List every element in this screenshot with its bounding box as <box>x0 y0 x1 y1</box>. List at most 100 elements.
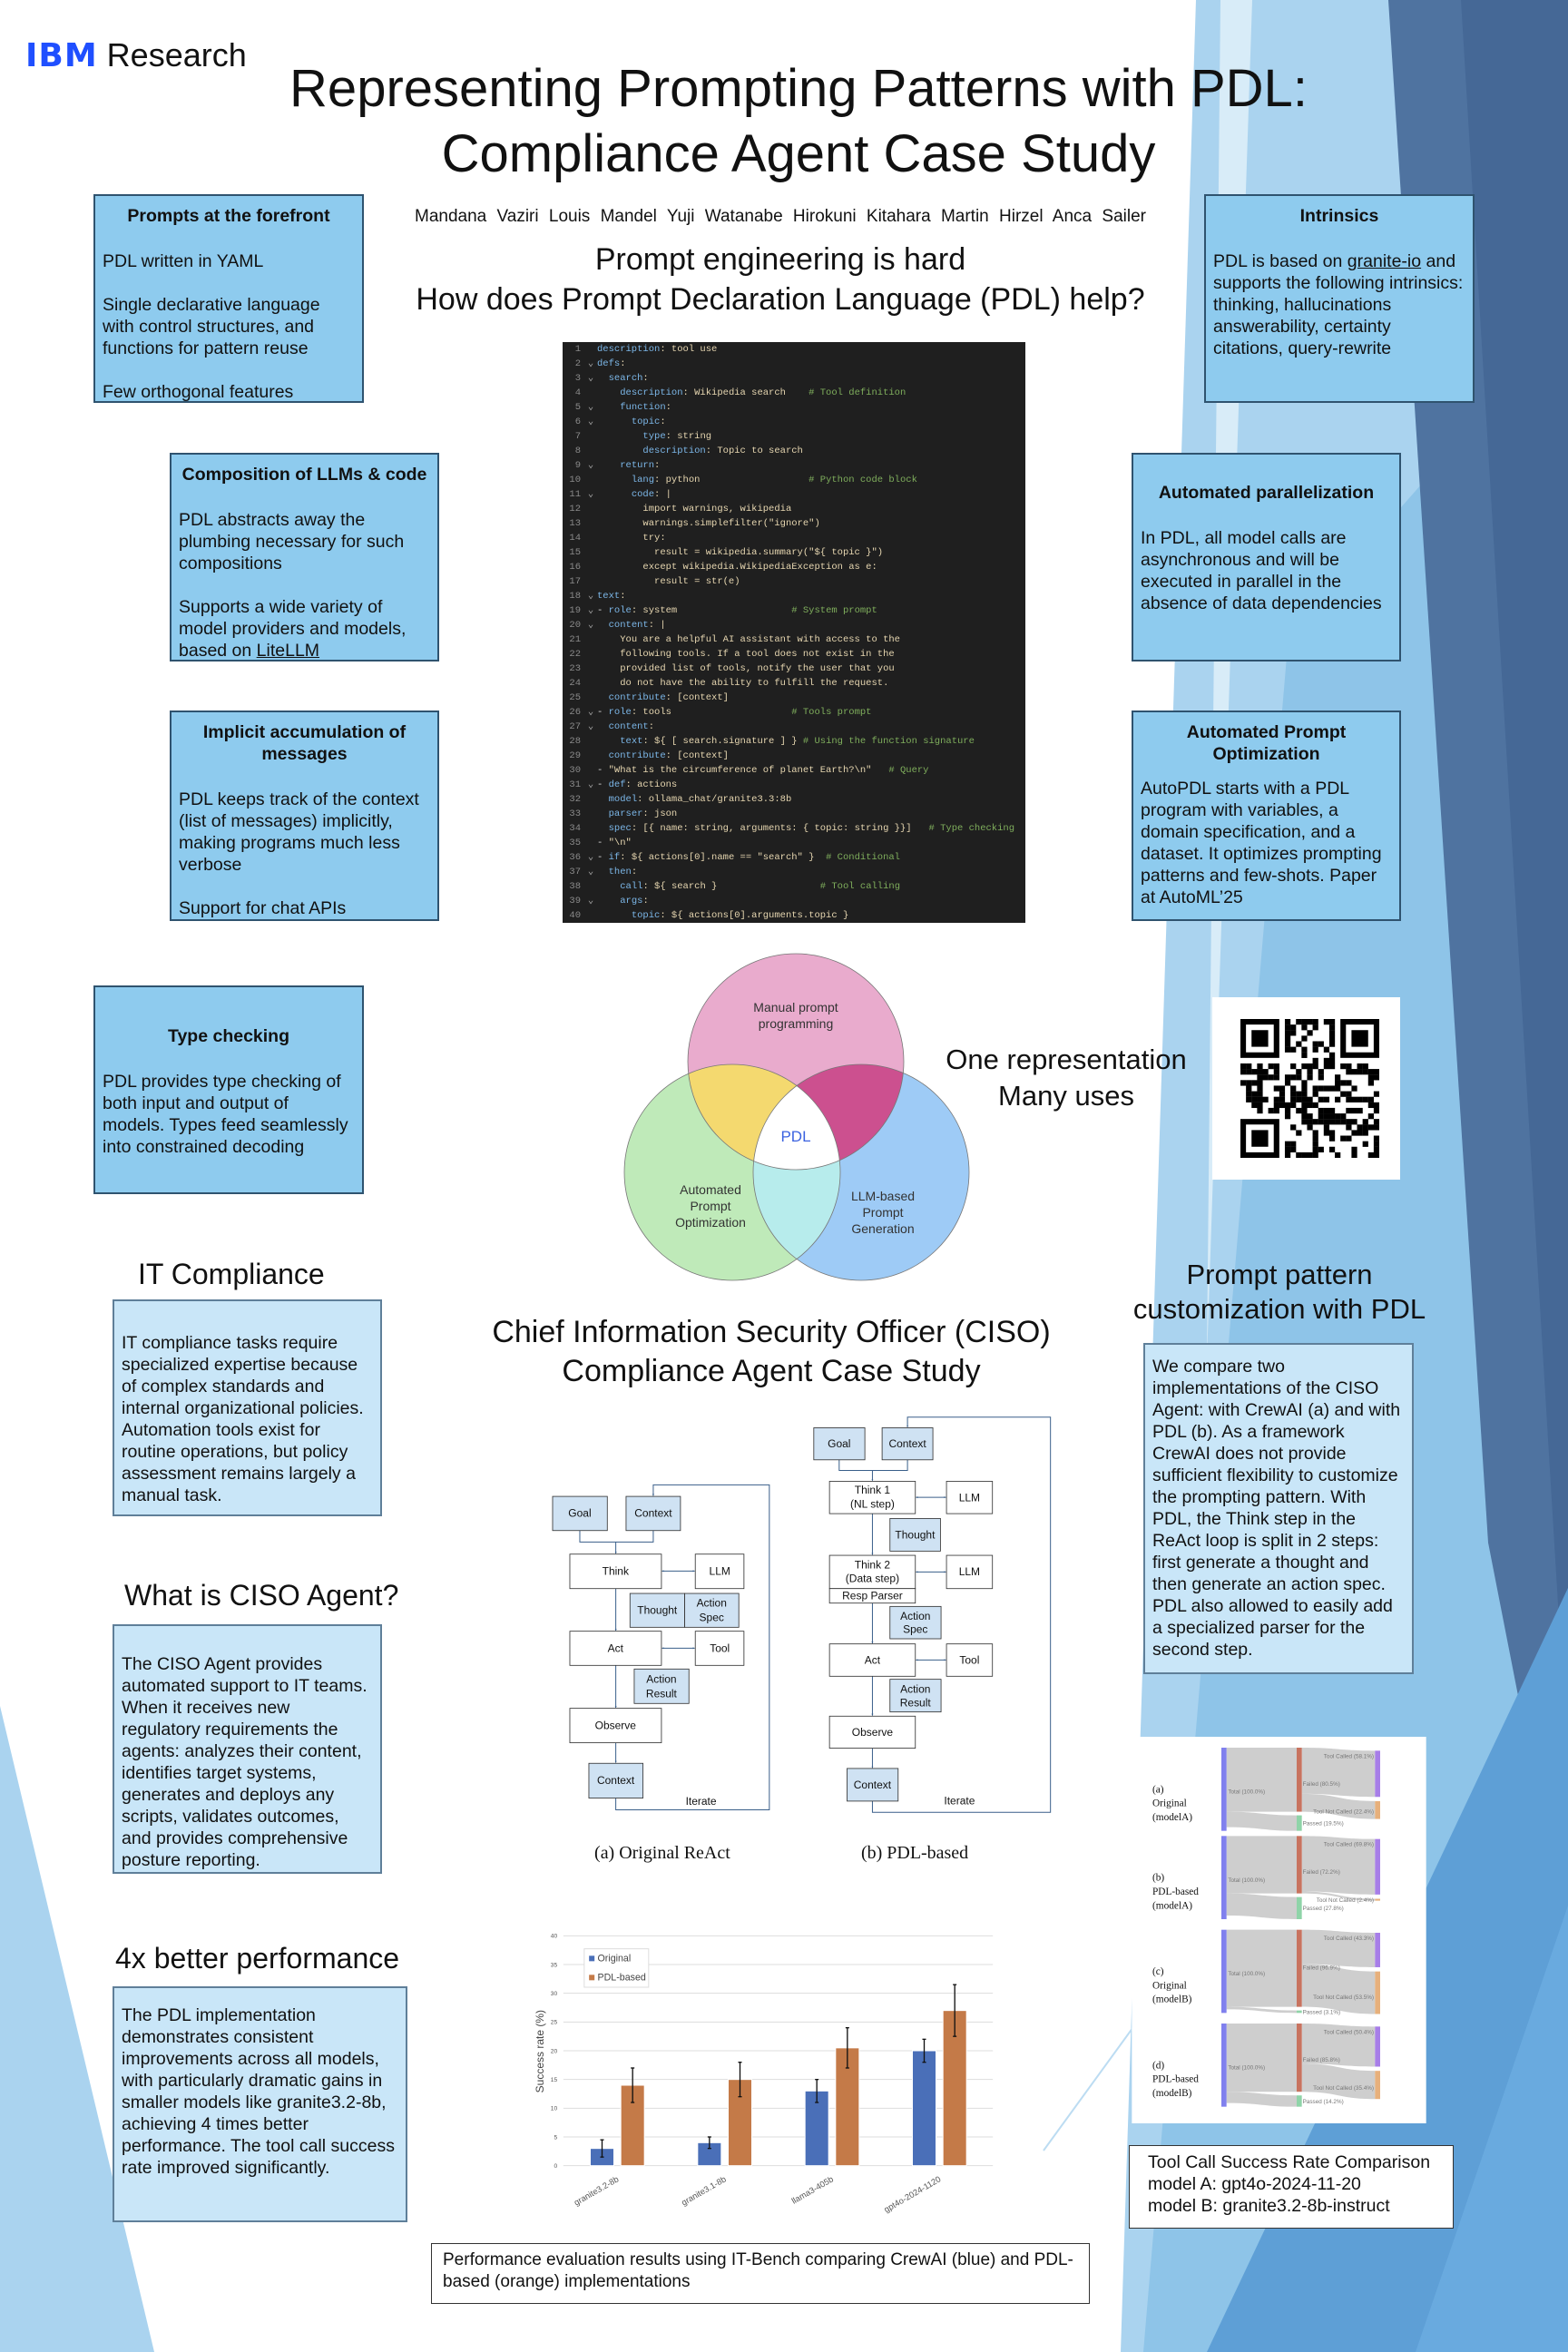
qr-module <box>1328 1113 1336 1120</box>
qr-module <box>1323 1107 1330 1114</box>
qr-module <box>1328 1030 1336 1036</box>
qr-finder <box>1251 1030 1269 1047</box>
legend-swatch <box>589 1975 595 1981</box>
line-number: 13 <box>569 518 581 529</box>
code-line: 35- "\n" <box>563 836 1025 850</box>
box-text: PDL provides type checking of both input… <box>103 1072 348 1157</box>
qr-module <box>1268 1063 1274 1070</box>
qr-module <box>1328 1041 1336 1047</box>
qr-module <box>1362 1119 1368 1125</box>
qr-module <box>1340 1091 1347 1097</box>
fold-gutter <box>584 386 597 400</box>
node-label: Think 2 <box>855 1558 891 1571</box>
qr-module <box>1340 1119 1347 1125</box>
ciso-agent-box: The CISO Agent provides automated suppor… <box>113 1624 382 1874</box>
node-label: Tool <box>710 1642 730 1654</box>
qr-module <box>1284 1035 1291 1042</box>
ciso-title-line2: Compliance Agent Case Study <box>562 1354 981 1388</box>
flow-failed-toolnotcalled <box>1301 1964 1376 2014</box>
code-line: 4 description: Wikipedia search # Tool d… <box>563 386 1025 400</box>
code-indent <box>597 574 654 589</box>
qr-module <box>1328 1063 1336 1070</box>
box-prompt-optimization: Automated Prompt Optimization AutoPDL st… <box>1132 710 1401 921</box>
code-line: 17 result = str(e) <box>563 574 1025 589</box>
fold-chevron-icon: ⌄ <box>587 779 594 790</box>
venn-label-llm: Generation <box>851 1221 914 1236</box>
ciso-title-line1: Chief Information Security Officer (CISO… <box>492 1315 1051 1349</box>
qr-module <box>1323 1113 1330 1120</box>
customization-heading-line1: Prompt pattern <box>1186 1259 1373 1290</box>
caption-line: model B: granite3.2-8b-instruct <box>1148 2196 1390 2216</box>
qr-module <box>1346 1080 1352 1086</box>
code-indent <box>597 792 609 807</box>
sankey-label: Total (100.0%) <box>1228 1788 1265 1795</box>
qr-module <box>1246 1080 1252 1086</box>
qr-module <box>1257 1102 1263 1109</box>
tool-call-sankey-chart: Total (100.0%)Failed (80.5%)Passed (19.5… <box>1132 1737 1426 2123</box>
code-line: 38 call: ${ search } # Tool calling <box>563 879 1025 894</box>
line-number: 16 <box>569 562 581 573</box>
box-text: We compare two implementations of the CI… <box>1152 1357 1401 1660</box>
qr-module <box>1246 1096 1252 1102</box>
qr-module <box>1301 1107 1308 1114</box>
flow-total-failed <box>1226 1748 1297 1812</box>
node-llm <box>946 1554 994 1590</box>
node-action-spec <box>684 1592 740 1628</box>
sankey-label: Tool Called (58.1%) <box>1324 1753 1374 1759</box>
qr-module <box>1373 1141 1379 1147</box>
qr-code[interactable] <box>1240 1019 1379 1158</box>
flow-total-passed <box>1226 2092 1297 2107</box>
y-tick-label: 20 <box>551 2048 558 2054</box>
venn-diagram: Manual prompt programming PDL Automated … <box>623 953 970 1281</box>
node-label: Context <box>597 1774 635 1787</box>
qr-module <box>1351 1069 1357 1075</box>
research-label: Research <box>106 36 247 74</box>
qr-module <box>1301 1019 1308 1025</box>
flow-failed-toolcalled <box>1301 2024 1376 2067</box>
fold-gutter <box>584 734 597 749</box>
qr-module <box>1357 1069 1363 1075</box>
qr-module <box>1273 1069 1279 1075</box>
code-indent <box>597 531 642 545</box>
it-compliance-box: IT compliance tasks require specialized … <box>113 1299 382 1516</box>
code-line: 14 try: <box>563 531 1025 545</box>
node-tool-called <box>1375 1933 1380 1967</box>
qr-module <box>1284 1146 1291 1153</box>
iterate-label: Iterate <box>686 1795 717 1808</box>
qr-module <box>1340 1063 1347 1070</box>
code-value: : system <box>631 605 792 616</box>
qr-module <box>1307 1096 1313 1102</box>
code-line: 31⌄- def: actions <box>563 778 1025 792</box>
code-key: return <box>620 460 655 471</box>
litellm-link[interactable]: LiteLLM <box>256 641 320 661</box>
node-tool-not-called <box>1375 1898 1380 1901</box>
code-indent <box>597 691 609 705</box>
qr-module <box>1296 1041 1302 1047</box>
fold-chevron-icon: ⌄ <box>587 489 594 500</box>
qr-module <box>1307 1030 1313 1036</box>
qr-module <box>1290 1141 1297 1147</box>
flow-total-passed <box>1226 1811 1297 1831</box>
code-line: 5⌄ function: <box>563 400 1025 415</box>
qr-module <box>1262 1074 1269 1081</box>
y-tick-label: 15 <box>551 2077 558 2083</box>
code-line: 27⌄ content: <box>563 720 1025 734</box>
code-value: : <box>631 867 638 877</box>
code-value: : ${ actions[0].arguments.topic } <box>660 910 849 921</box>
code-value: warnings.simplefilter("ignore") <box>642 518 820 529</box>
node-action-spec <box>889 1605 942 1640</box>
fold-chevron-icon: ⌄ <box>587 896 594 906</box>
qr-module <box>1328 1119 1336 1125</box>
code-value: : ${ actions[0].name == "search" } <box>620 852 827 863</box>
intrinsic-list-item: thinking, hallucinations <box>1213 295 1392 315</box>
granite-io-link[interactable]: granite-io <box>1347 251 1422 271</box>
qr-module <box>1328 1052 1336 1058</box>
fold-gutter <box>584 749 597 763</box>
sankey-panel-label: (modelA) <box>1152 1900 1192 1911</box>
qr-module <box>1328 1019 1336 1025</box>
x-tick-label: granite3.1-8b <box>680 2174 728 2207</box>
node-tool <box>694 1631 745 1666</box>
qr-module <box>1323 1119 1330 1125</box>
line-number: 30 <box>569 765 581 776</box>
code-value: "\n" <box>608 838 632 848</box>
